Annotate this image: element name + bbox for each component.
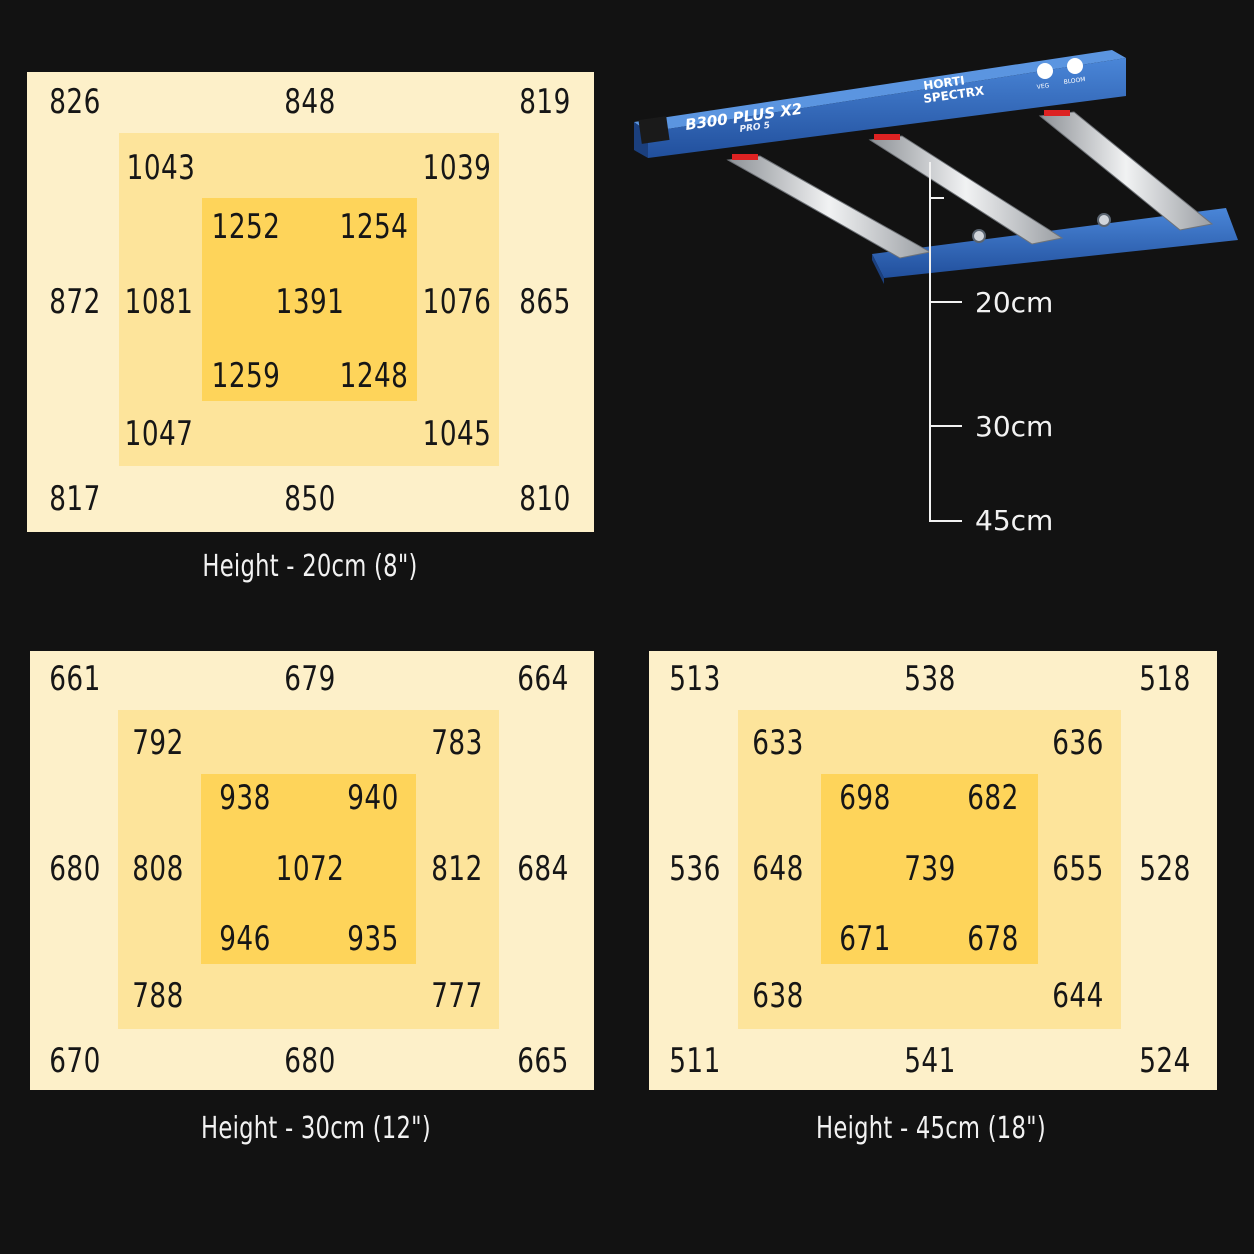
ruler-label-20cm: 20cm <box>975 286 1053 319</box>
middle-value: 1047 <box>124 414 194 454</box>
outer-value: 680 <box>49 849 101 889</box>
map-caption: Height - 30cm (12") <box>201 1111 431 1146</box>
middle-value: 648 <box>752 849 804 889</box>
fixture-series: PRO 5 <box>739 121 771 135</box>
middle-value: 1076 <box>422 282 492 322</box>
middle-value: 633 <box>752 723 804 763</box>
rear-rail <box>872 208 1238 284</box>
outer-value: 670 <box>49 1041 101 1081</box>
outer-value: 810 <box>519 479 571 519</box>
ppfd-map-20cm: 826 848 819 872 865 817 850 810 1043 103… <box>27 72 594 532</box>
outer-value: 664 <box>517 659 569 699</box>
middle-value: 638 <box>752 976 804 1016</box>
outer-value: 848 <box>284 82 336 122</box>
core-value: 935 <box>347 919 399 959</box>
middle-value: 636 <box>1052 723 1104 763</box>
core-value: 1391 <box>275 282 345 322</box>
bloom-dial-icon <box>1067 58 1083 74</box>
outer-value: 819 <box>519 82 571 122</box>
outer-value: 817 <box>49 479 101 519</box>
core-value: 739 <box>904 849 956 889</box>
map-caption: Height - 45cm (18") <box>816 1111 1046 1146</box>
veg-label: VEG <box>1036 82 1050 91</box>
middle-value: 792 <box>132 723 184 763</box>
middle-value: 644 <box>1052 976 1104 1016</box>
middle-value: 1045 <box>422 414 492 454</box>
outer-value: 661 <box>49 659 101 699</box>
led-fixture-illustration: B300 PLUS X2 PRO 5 HORTI SPECTRX VEG BLO… <box>634 50 1238 537</box>
core-zone <box>201 774 416 964</box>
led-strips <box>726 110 1214 259</box>
middle-value: 808 <box>132 849 184 889</box>
outer-value: 865 <box>519 282 571 322</box>
outer-value: 665 <box>517 1041 569 1081</box>
outer-value: 680 <box>284 1041 336 1081</box>
bloom-label: BLOOM <box>1063 76 1086 86</box>
middle-value: 812 <box>431 849 483 889</box>
core-value: 940 <box>347 778 399 818</box>
core-value: 1072 <box>275 849 345 889</box>
ppfd-map-30cm: 661 679 664 680 684 670 680 665 792 783 … <box>30 651 594 1090</box>
outer-value: 684 <box>517 849 569 889</box>
outer-value: 538 <box>904 659 956 699</box>
ruler-label-45cm: 45cm <box>975 504 1053 537</box>
outer-value: 541 <box>904 1041 956 1081</box>
map-caption: Height - 20cm (8") <box>202 549 418 584</box>
outer-value: 679 <box>284 659 336 699</box>
core-value: 938 <box>219 778 271 818</box>
outer-value: 513 <box>669 659 721 699</box>
outer-value: 528 <box>1139 849 1191 889</box>
middle-value: 655 <box>1052 849 1104 889</box>
ppfd-map-45cm: 513 538 518 536 528 511 541 524 633 636 … <box>649 651 1217 1090</box>
outer-value: 511 <box>669 1041 721 1081</box>
outer-value: 536 <box>669 849 721 889</box>
core-value: 1259 <box>211 356 281 396</box>
height-ruler <box>929 162 962 522</box>
brand-logo-line1: HORTI <box>922 73 965 93</box>
core-value: 698 <box>839 778 891 818</box>
front-rail: B300 PLUS X2 PRO 5 HORTI SPECTRX VEG BLO… <box>634 50 1126 158</box>
middle-value: 788 <box>132 976 184 1016</box>
outer-value: 524 <box>1139 1041 1191 1081</box>
middle-value: 783 <box>431 723 483 763</box>
middle-value: 777 <box>431 976 483 1016</box>
core-zone <box>821 774 1038 964</box>
core-value: 1248 <box>339 356 409 396</box>
middle-value: 1081 <box>124 282 194 322</box>
core-value: 946 <box>219 919 271 959</box>
core-value: 682 <box>967 778 1019 818</box>
outer-value: 850 <box>284 479 336 519</box>
middle-value: 1043 <box>126 148 196 188</box>
core-value: 678 <box>967 919 1019 959</box>
outer-value: 872 <box>49 282 101 322</box>
core-zone <box>202 198 417 401</box>
outer-value: 518 <box>1139 659 1191 699</box>
core-value: 671 <box>839 919 891 959</box>
core-value: 1254 <box>339 207 409 247</box>
ruler-label-30cm: 30cm <box>975 410 1053 443</box>
outer-value: 826 <box>49 82 101 122</box>
veg-dial-icon <box>1037 63 1053 79</box>
core-value: 1252 <box>211 207 281 247</box>
middle-value: 1039 <box>422 148 492 188</box>
